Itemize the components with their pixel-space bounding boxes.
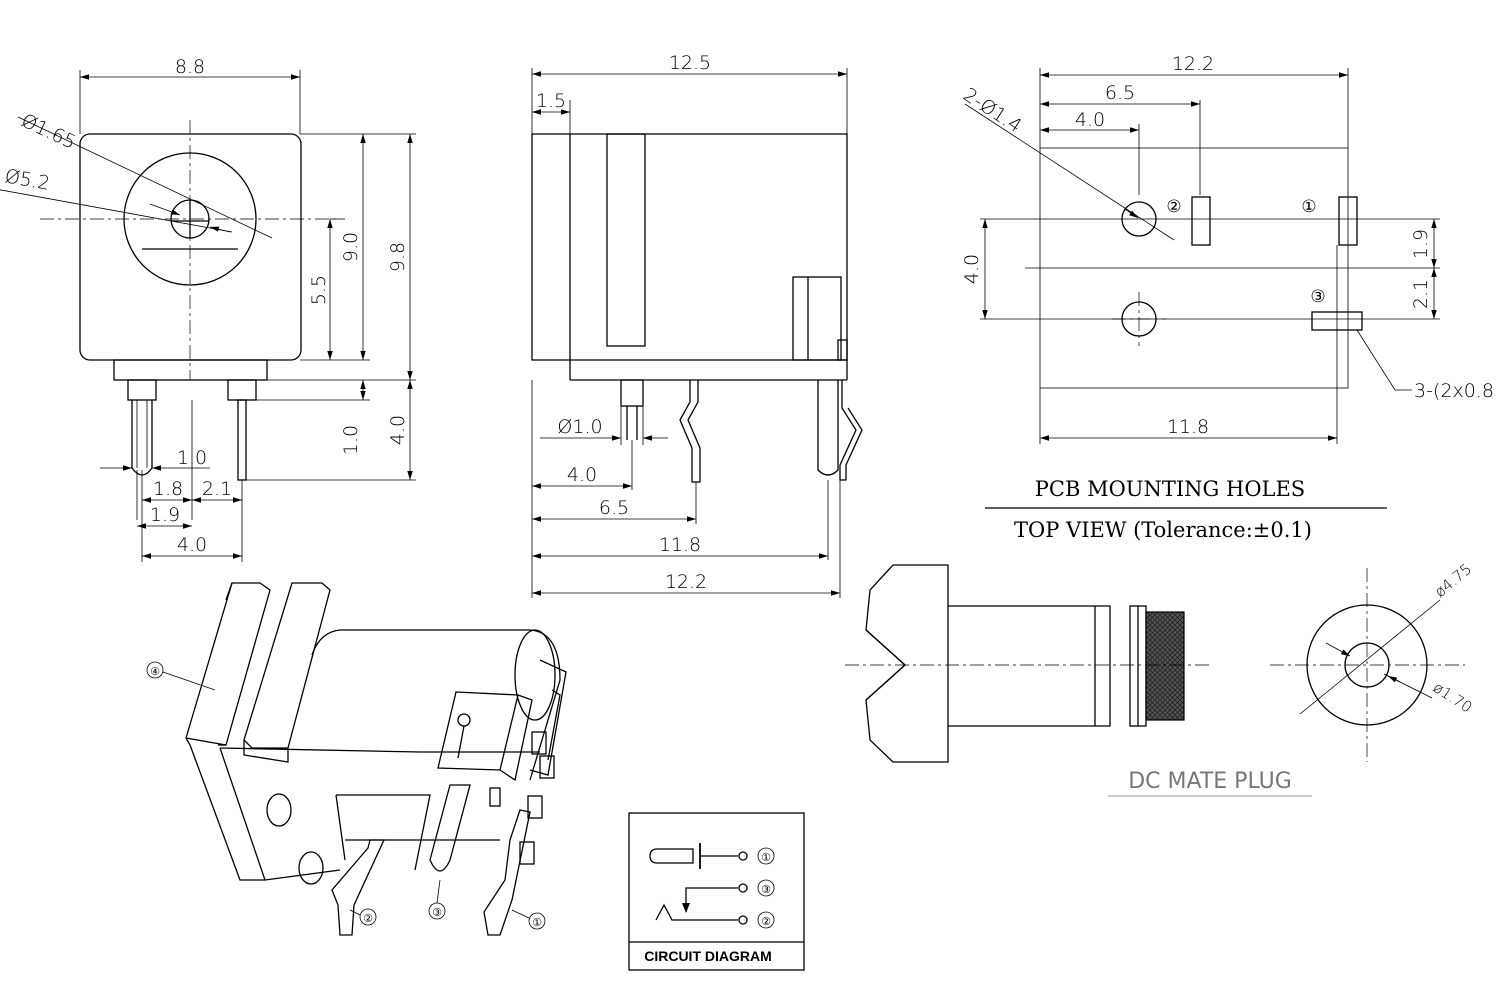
- iso-callout-2: ②: [363, 912, 373, 925]
- side-pin-dia-label: Ø1.0: [557, 416, 602, 438]
- pcb-dim-2-1-label: 2.1: [1410, 279, 1432, 309]
- circuit-label: CIRCUIT DIAGRAM: [644, 948, 772, 964]
- front-width-label: 8.8: [175, 56, 205, 78]
- pcb-dim-1-9-label: 1.9: [1410, 229, 1432, 259]
- front-center-height-label: 5.5: [308, 275, 330, 305]
- iso-callout-3: ③: [432, 906, 442, 919]
- pcb-pin2-label: ②: [1166, 197, 1181, 217]
- iso-view: ④ ② ③ ①: [146, 582, 567, 936]
- side-length-label: 12.5: [669, 52, 711, 74]
- side-pos2-label: 6.5: [599, 497, 629, 519]
- pcb-pin1-label: ①: [1301, 197, 1316, 217]
- pcb-title: PCB MOUNTING HOLES: [1035, 477, 1305, 501]
- front-dim-2-1-label: 2.1: [202, 478, 232, 500]
- pcb-view: 12.2 6.5 4.0 2-Ø1.4 4.0 1.9 2.1 3-(2x0.8…: [959, 53, 1494, 542]
- side-pos3-label: 11.8: [659, 534, 701, 556]
- front-body-height-label: 9.0: [340, 232, 362, 262]
- side-offset-label: 1.5: [536, 90, 566, 112]
- side-view: 12.5 1.5 Ø1.0 4.0 6.5 11.8 12.2: [531, 52, 863, 598]
- plug-label: DC MATE PLUG: [1128, 769, 1292, 794]
- pcb-slots-label: 3-(2x0.8: [1414, 380, 1494, 402]
- front-pin-length-label: 4.0: [387, 415, 409, 445]
- front-hole-large-label: Ø5.2: [3, 165, 51, 195]
- pcb-subtitle: TOP VIEW (Tolerance:±0.1): [1014, 518, 1312, 542]
- front-pin-gap-label: 1.0: [340, 425, 362, 455]
- side-pos4-label: 12.2: [665, 571, 707, 593]
- pcb-bottom-label: 11.8: [1167, 416, 1209, 438]
- front-pin-width-label: 1.0: [177, 447, 207, 469]
- dc-plug-side: [845, 564, 1210, 763]
- dc-plug-end: ø4.75 ø1.70: [1270, 560, 1475, 762]
- front-total-height-label: 9.8: [387, 242, 409, 272]
- pcb-pin3-label: ③: [1310, 287, 1325, 307]
- front-hole-small-label: Ø1.65: [18, 110, 79, 154]
- circuit-pin1: ①: [761, 851, 771, 864]
- front-dim-1-8-label: 1.8: [153, 478, 183, 500]
- pcb-holes-label: 2-Ø1.4: [959, 84, 1025, 138]
- front-view: 8.8 Ø1.65 Ø5.2 5.5 9.0 9.8 1.0 4.0 1.0 1…: [0, 56, 416, 562]
- pcb-dim-4-0-label: 4.0: [1075, 109, 1105, 131]
- plug-dia-outer-label: ø4.75: [1431, 560, 1475, 601]
- pcb-width-label: 12.2: [1172, 53, 1214, 75]
- iso-callout-4: ④: [150, 665, 160, 678]
- front-dim-1-9-label: 1.9: [150, 504, 180, 526]
- side-pos1-label: 4.0: [567, 464, 597, 486]
- circuit-pin3: ③: [761, 883, 771, 896]
- circuit-diagram: ① ③ ② CIRCUIT DIAGRAM: [628, 812, 805, 971]
- pcb-vert-4-0-label: 4.0: [961, 254, 983, 284]
- front-pin-span-label: 4.0: [177, 534, 207, 556]
- circuit-pin2: ②: [761, 915, 771, 928]
- plug-dia-inner-label: ø1.70: [1430, 678, 1476, 716]
- pcb-dim-6-5-label: 6.5: [1105, 82, 1135, 104]
- iso-callout-1: ①: [532, 916, 542, 929]
